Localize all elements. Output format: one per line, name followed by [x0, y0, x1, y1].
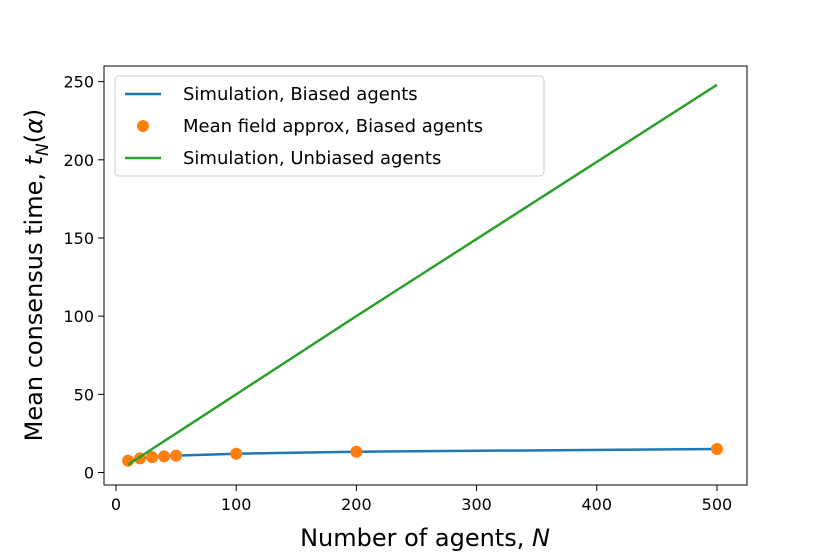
x-tick-label: 0: [111, 495, 121, 514]
x-tick-label: 200: [341, 495, 372, 514]
legend-entry-label: Mean field approx, Biased agents: [183, 116, 483, 137]
x-tick-label: 300: [461, 495, 492, 514]
y-axis-label-paren-close: ): [20, 109, 48, 118]
x-axis: 0 100 200 300 400 500: [111, 485, 732, 514]
y-axis-label-text: Mean consensus time,: [20, 165, 48, 441]
y-tick-label: 50: [74, 385, 94, 404]
data-point: [158, 450, 171, 463]
x-axis-label-symbol: N: [532, 524, 550, 552]
y-axis-label: Mean consensus time, tN(α): [20, 109, 53, 442]
y-tick-label: 150: [63, 229, 94, 248]
y-tick-label: 250: [63, 73, 94, 92]
y-axis-label-alpha: α: [20, 118, 48, 134]
legend-entry-label: Simulation, Unbiased agents: [183, 148, 441, 169]
data-point: [230, 447, 243, 460]
data-point: [170, 449, 183, 462]
y-axis: 0 50 100 150 200 250: [63, 73, 104, 482]
series-layer: [122, 83, 723, 467]
y-axis-label-subscript: N: [33, 143, 53, 156]
x-tick-label: 500: [702, 495, 733, 514]
x-tick-label: 400: [581, 495, 612, 514]
y-tick-label: 100: [63, 307, 94, 326]
y-tick-label: 0: [84, 463, 94, 482]
data-point: [710, 443, 723, 456]
y-tick-label: 200: [63, 151, 94, 170]
legend-entry-label: Simulation, Biased agents: [183, 84, 418, 105]
x-axis-label: Number of agents, N: [300, 524, 550, 552]
y-axis-label-symbol: t: [20, 154, 48, 165]
legend-swatch-marker: [137, 120, 149, 132]
series-line-2: [127, 83, 718, 466]
y-axis-label-paren-open: (: [20, 134, 48, 143]
data-point: [146, 451, 159, 464]
x-axis-label-text: Number of agents,: [300, 524, 532, 552]
legend-box: [114, 75, 545, 177]
x-tick-label: 100: [221, 495, 252, 514]
plot-area-frame: [103, 65, 748, 486]
data-point: [350, 445, 363, 458]
